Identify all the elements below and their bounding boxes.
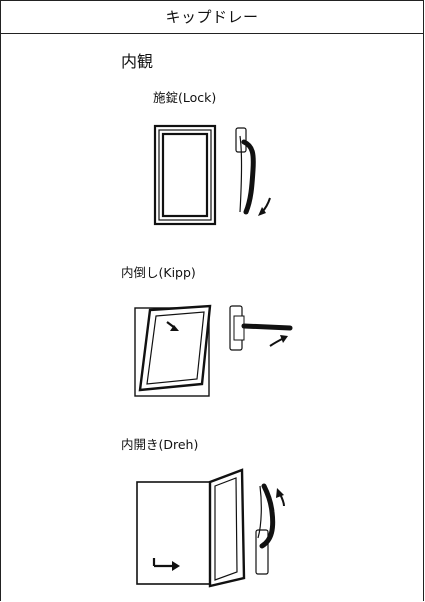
page-title: キップドレー: [0, 0, 424, 34]
page-title-text: キップドレー: [165, 8, 259, 26]
section-title: 内観: [121, 52, 154, 71]
lock-label: 施錠(Lock): [153, 90, 217, 105]
window-locked-handle-down-icon: [153, 124, 271, 226]
kipp-label: 内倒し(Kipp): [121, 265, 196, 280]
window-tilt-handle-horizontal-icon: [134, 304, 293, 397]
window-turn-handle-up-icon: [136, 468, 285, 588]
dreh-label: 内開き(Dreh): [121, 437, 199, 452]
